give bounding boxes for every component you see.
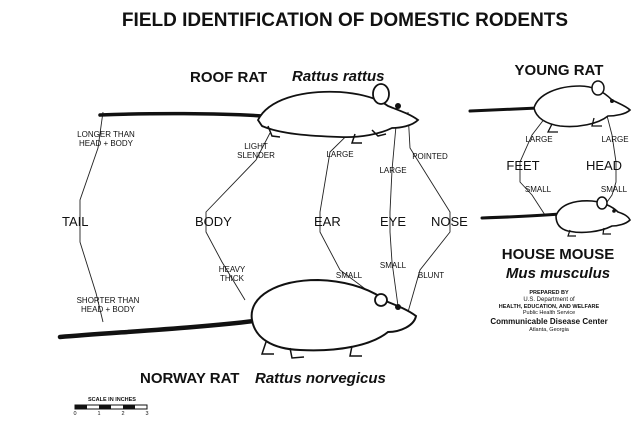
eye-label: EYE — [380, 214, 407, 229]
tail-shorter-label: SHORTER THAN HEAD + BODY — [76, 296, 140, 315]
nose-blunt-label: BLUNT — [417, 271, 445, 280]
head-large-label: LARGE — [601, 135, 629, 144]
credit-dept: U.S. Department of — [523, 296, 575, 303]
tail-longer-label: LONGER THAN HEAD + BODY — [77, 130, 135, 149]
body-label: BODY — [195, 214, 232, 229]
tail-label: TAIL — [62, 214, 89, 229]
credit-city: Atlanta, Georgia — [529, 326, 569, 333]
scale-tick-1: 1 — [97, 411, 101, 417]
head-small-label: SMALL — [600, 185, 628, 194]
feet-large-label: LARGE — [525, 135, 553, 144]
head-label: HEAD — [585, 158, 623, 173]
ear-small-label: SMALL — [335, 271, 363, 280]
feet-small-label: SMALL — [524, 185, 552, 194]
nose-label: NOSE — [431, 214, 468, 229]
credit-phs: Public Health Service — [522, 310, 576, 317]
young-rat-name: YOUNG RAT — [514, 62, 604, 79]
scale-tick-0: 0 — [73, 411, 77, 417]
young-rat-drawing — [468, 80, 632, 133]
credit-block: PREPARED BY U.S. Department of HEALTH, E… — [474, 290, 624, 333]
roof-rat-drawing — [98, 83, 420, 144]
norway-rat-drawing — [57, 278, 418, 359]
roof-rat-name: ROOF RAT — [190, 69, 268, 86]
credit-prepared-by: PREPARED BY — [529, 290, 569, 296]
feet-label: FEET — [506, 158, 540, 173]
credit-hew: HEALTH, EDUCATION, AND WELFARE — [498, 303, 600, 310]
credit-cdc: Communicable Disease Center — [490, 316, 608, 326]
house-mouse-name: HOUSE MOUSE — [501, 246, 615, 263]
ear-label: EAR — [314, 214, 341, 229]
eye-small-label: SMALL — [379, 261, 407, 270]
scale-tick-2: 2 — [121, 411, 125, 417]
norway-rat-name: NORWAY RAT — [140, 370, 240, 387]
nose-pointed-label: POINTED — [412, 152, 448, 161]
ear-large-label: LARGE — [326, 150, 354, 159]
connector-lines — [79, 97, 617, 323]
body-heavy-label: HEAVY THICK — [218, 265, 246, 284]
scale-tick-3: 3 — [145, 411, 149, 417]
roof-rat-scientific: Rattus rattus — [292, 68, 385, 85]
norway-rat-scientific: Rattus norvegicus — [255, 370, 386, 387]
scale-label: SCALE IN INCHES — [88, 397, 136, 403]
page-title: FIELD IDENTIFICATION OF DOMESTIC RODENTS — [121, 10, 569, 31]
eye-large-label: LARGE — [379, 166, 407, 175]
house-mouse-scientific: Mus musculus — [505, 265, 611, 282]
body-light-label: LIGHT SLENDER — [237, 142, 275, 161]
house-mouse-drawing — [480, 196, 631, 237]
scale-bar — [74, 404, 148, 410]
